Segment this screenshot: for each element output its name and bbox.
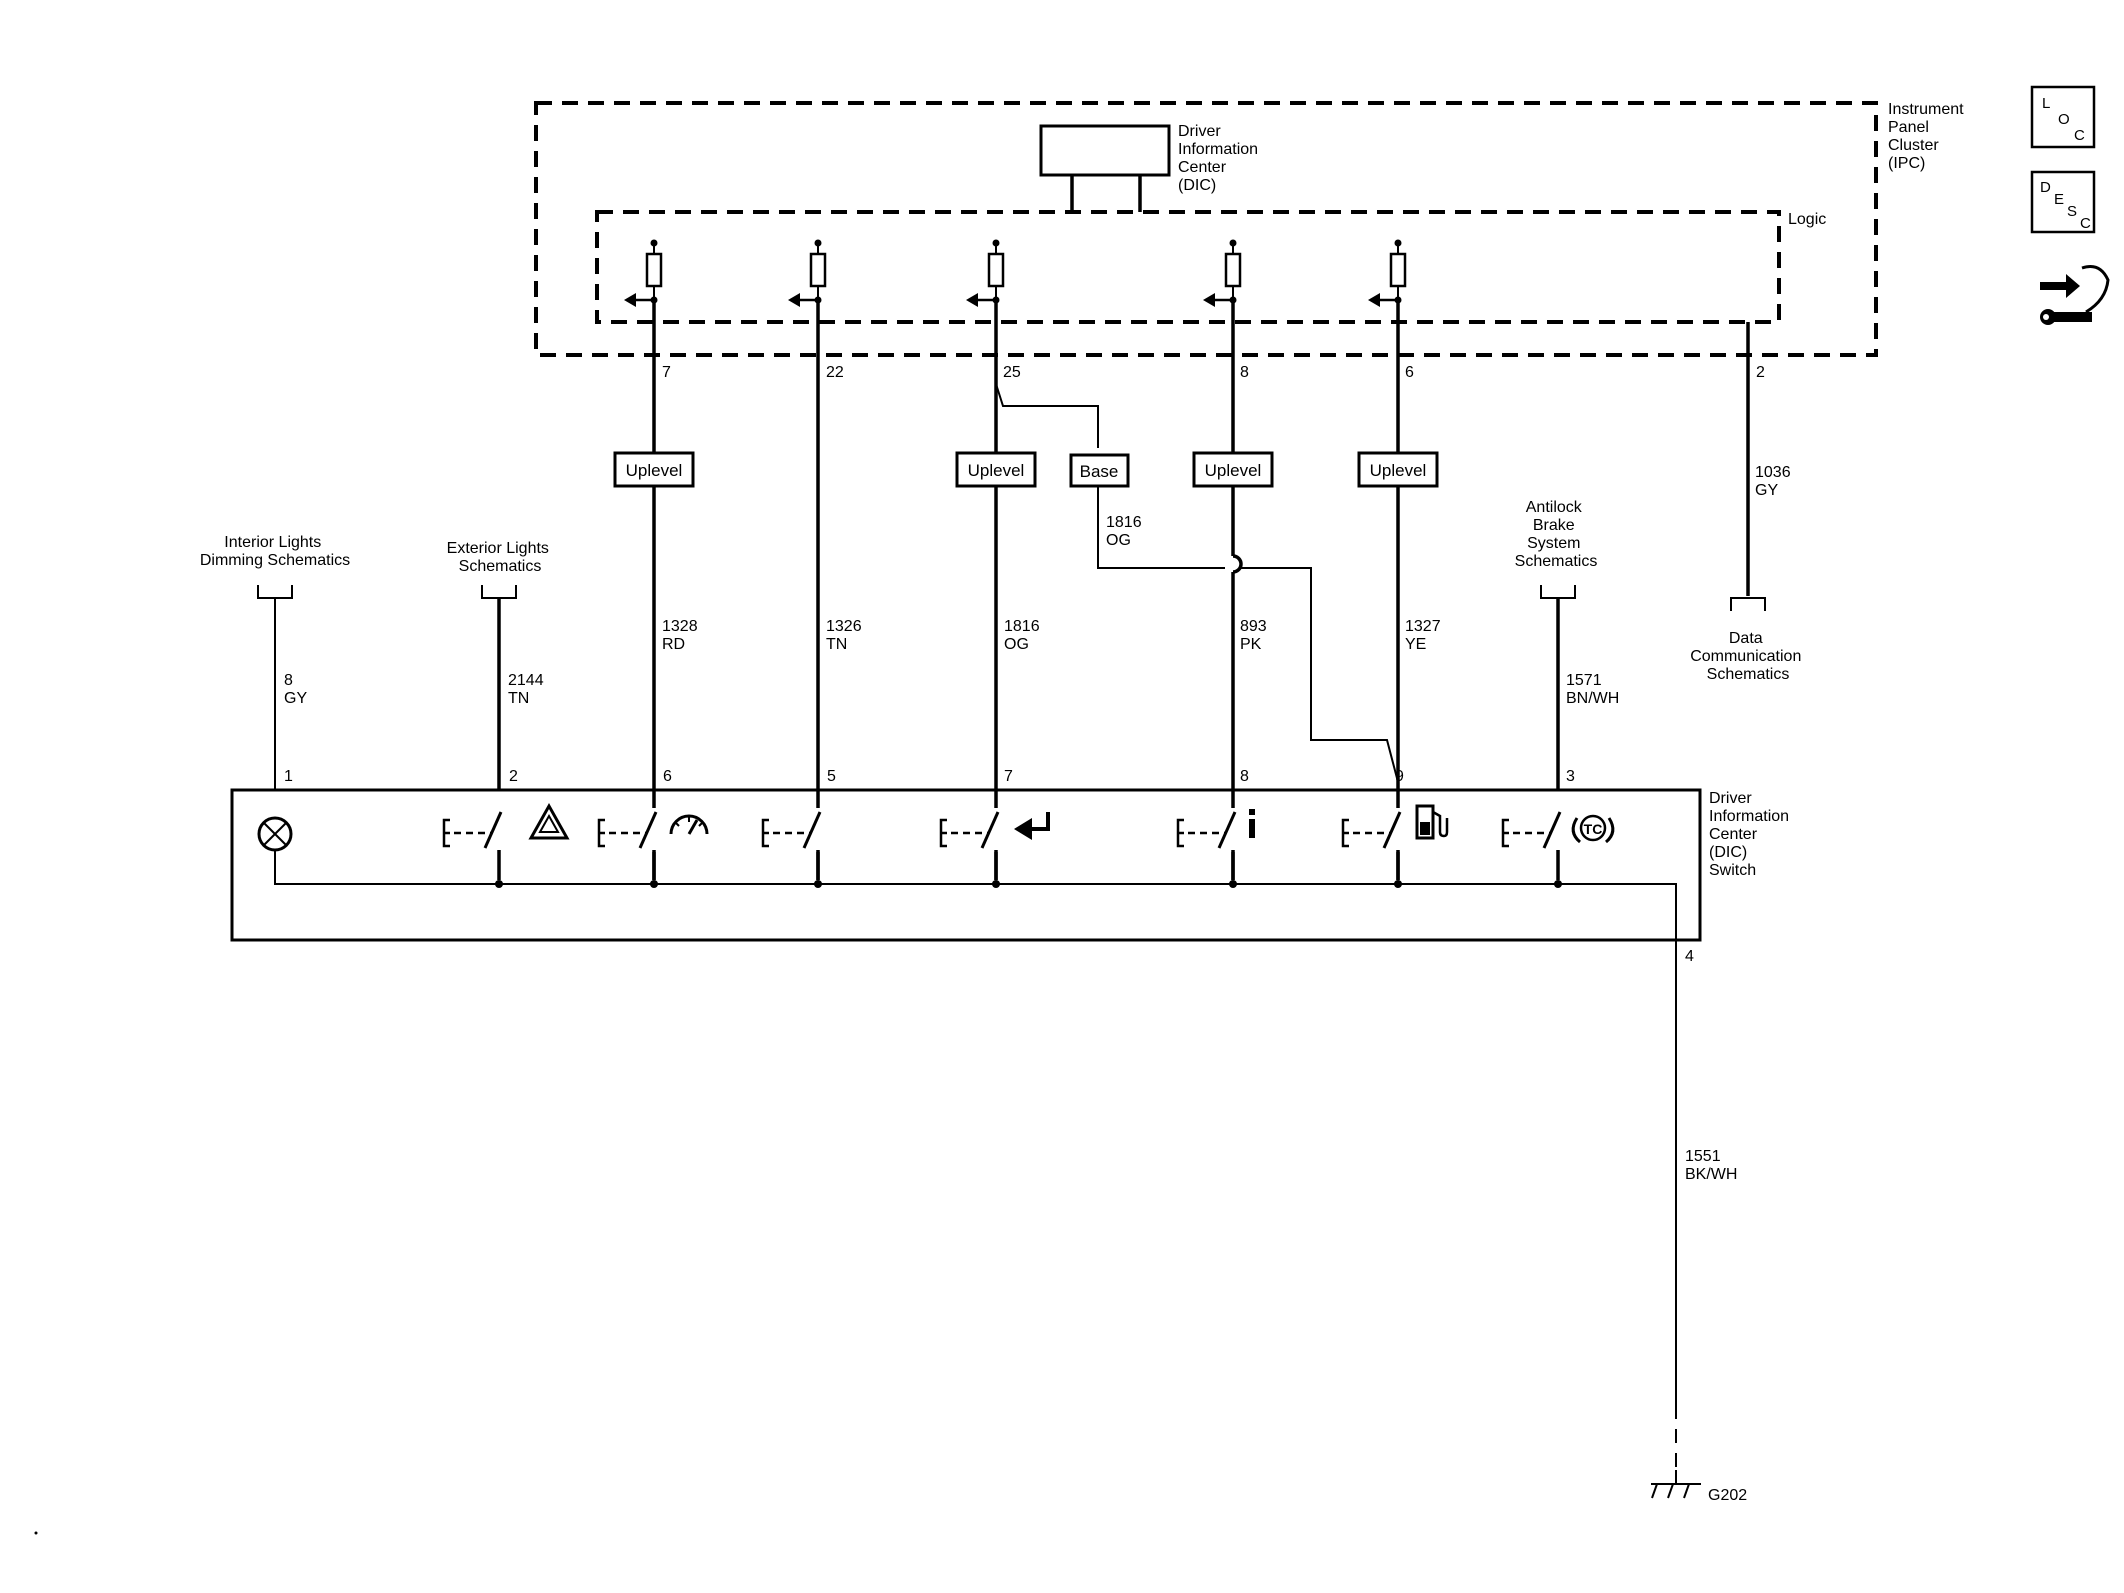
wires	[274, 300, 1750, 1470]
uplevel-box-1327	[1357, 451, 1439, 488]
ipc-pin-25: 25	[1003, 364, 1021, 381]
switch-pin-2: 2	[509, 768, 518, 785]
switch-pin-7: 7	[1004, 768, 1013, 785]
loc-button[interactable]	[2030, 85, 2096, 149]
ipc-pin-7: 7	[662, 364, 671, 381]
desc-letter: S	[2067, 203, 2077, 220]
momentary-switch	[597, 808, 658, 888]
wrench-arrow-icon[interactable]	[2040, 265, 2110, 326]
abs-ref-bracket	[1540, 585, 1576, 599]
info-icon	[1249, 809, 1255, 838]
reference-connectors: Interior Lights Dimming Schematics Exter…	[200, 499, 1806, 683]
pullup-resistor	[788, 239, 827, 307]
ipc-pin-6: 6	[1405, 364, 1414, 381]
legend: L O C D E S C	[2030, 85, 2110, 326]
base-label: Base	[1080, 462, 1119, 481]
logic-label: Logic	[1788, 211, 1826, 228]
desc-button[interactable]	[2030, 170, 2096, 234]
uplevel-label: Uplevel	[968, 461, 1025, 480]
momentary-switches	[442, 808, 1562, 888]
dimmer-lamp-icon	[257, 816, 293, 852]
traction-control-icon: TC	[1571, 814, 1615, 844]
desc-letter: E	[2054, 191, 2064, 208]
switch-pin-9: 9	[1395, 768, 1404, 785]
uplevel-label: Uplevel	[1205, 461, 1262, 480]
pullup-resistor	[624, 239, 663, 307]
exterior-ref-bracket	[481, 585, 517, 599]
ipc-pin-8: 8	[1240, 364, 1249, 381]
switch-pin-6: 6	[663, 768, 672, 785]
interior-ref-bracket	[257, 585, 293, 599]
data-comm-ref-label: Data Communication Schematics	[1690, 630, 1806, 683]
fuel-pump-icon	[1415, 804, 1449, 840]
uplevel-box-1816	[955, 451, 1037, 488]
uplevel-label: Uplevel	[626, 461, 683, 480]
loc-letter: O	[2058, 111, 2070, 128]
switch-pin-4: 4	[1685, 948, 1694, 965]
momentary-switch	[939, 808, 1000, 888]
enter-arrow-icon	[1014, 812, 1050, 840]
momentary-switch	[1341, 808, 1402, 888]
svg-text:TC: TC	[1584, 821, 1603, 837]
dic-switch-module: Driver Information Center (DIC) Switch 1…	[230, 768, 1794, 965]
switch-pin-8: 8	[1240, 768, 1249, 785]
pullup-resistor	[1368, 239, 1407, 307]
logic-outline	[595, 210, 1781, 324]
loc-letter: L	[2042, 95, 2050, 112]
option-boxes: Uplevel Uplevel Base Uplevel Uplevel	[613, 451, 1439, 488]
pullup-resistor	[1203, 239, 1242, 307]
ipc-pin-2: 2	[1756, 364, 1765, 381]
dic-switch-outline	[230, 788, 1702, 942]
abs-ref-label: Antilock Brake System Schematics	[1515, 499, 1598, 570]
dic-display	[1039, 124, 1171, 177]
momentary-switch	[1501, 808, 1562, 888]
uplevel-label: Uplevel	[1370, 461, 1427, 480]
ground-g202: G202	[1651, 1470, 1747, 1504]
dic-switch-label: Driver Information Center (DIC) Switch	[1709, 790, 1794, 879]
momentary-switch	[1176, 808, 1237, 888]
pullup-resistor	[966, 239, 1005, 307]
momentary-switch	[761, 808, 822, 888]
ipc-label: Instrument Panel Cluster (IPC)	[1888, 101, 1968, 172]
data-comm-ref-bracket	[1730, 597, 1766, 611]
uplevel-box-893	[1192, 451, 1274, 488]
ground-label: G202	[1708, 1487, 1747, 1504]
exterior-ref-label: Exterior Lights Schematics	[447, 540, 554, 575]
desc-letter: C	[2080, 215, 2091, 232]
ipc-outline	[534, 101, 1878, 357]
ipc-module: Instrument Panel Cluster (IPC) Driver In…	[534, 101, 1968, 381]
pullup-circuits	[624, 239, 1407, 307]
switch-pin-5: 5	[827, 768, 836, 785]
uplevel-box-1328	[613, 451, 695, 488]
interior-ref-label: Interior Lights Dimming Schematics	[200, 534, 350, 569]
ipc-pin-22: 22	[826, 364, 844, 381]
loc-letter: C	[2074, 127, 2085, 144]
desc-letter: D	[2040, 179, 2051, 196]
dic-display-label: Driver Information Center (DIC)	[1178, 123, 1263, 194]
hazard-triangle-icon	[528, 802, 570, 840]
switch-pin-3: 3	[1566, 768, 1575, 785]
momentary-switch	[442, 808, 503, 888]
base-box-1816	[1069, 453, 1130, 488]
switch-pin-1: 1	[284, 768, 293, 785]
speedometer-icon	[669, 814, 709, 835]
